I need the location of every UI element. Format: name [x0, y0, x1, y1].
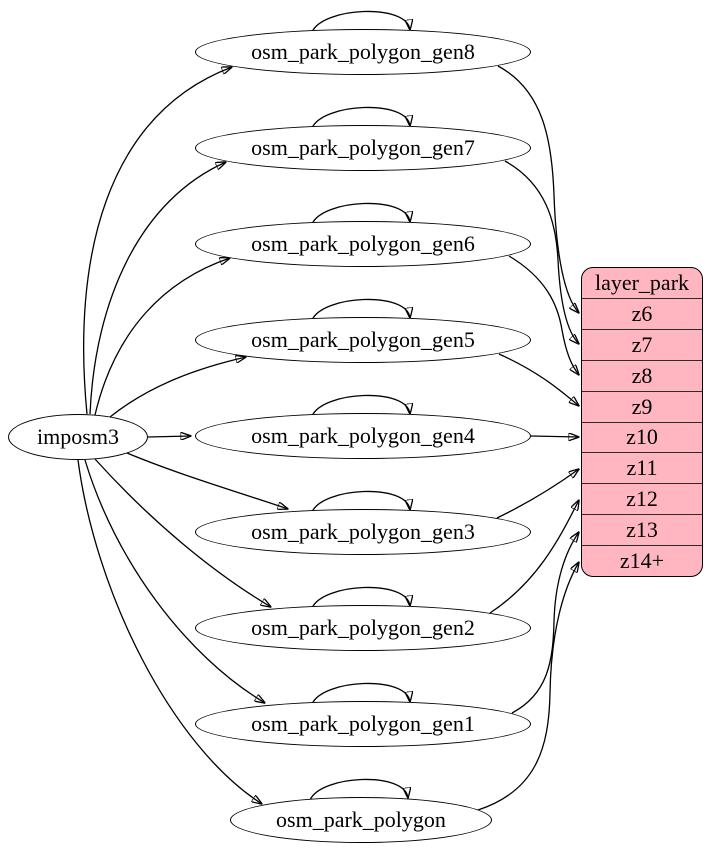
edge-gen7-to-z7 [504, 160, 579, 344]
layer-park-row-z11: z11 [582, 452, 702, 483]
selfloop-gen6 [311, 202, 410, 225]
selfloop-gen7 [311, 106, 410, 129]
node-osm-park-polygon-gen1: osm_park_polygon_gen1 [195, 701, 531, 747]
edge-gen6-to-z8 [508, 255, 579, 375]
selfloop-gen5 [311, 298, 410, 321]
node-osm-park-polygon-gen4: osm_park_polygon_gen4 [195, 413, 531, 459]
layer-park-row-z10: z10 [582, 421, 702, 453]
edge-imposm3-to-gen1 [84, 459, 265, 703]
node-osm-park-polygon-gen8: osm_park_polygon_gen8 [195, 29, 531, 75]
layer-park-row-z12: z12 [582, 483, 702, 514]
node-imposm3-label: imposm3 [37, 424, 119, 449]
edge-gen8-to-z6 [497, 65, 579, 313]
edge-gen2-to-z12 [489, 500, 579, 614]
edge-gen3-to-z11 [496, 469, 579, 519]
node-osm-park-polygon-gen2: osm_park_polygon_gen2 [195, 605, 531, 651]
node-label: osm_park_polygon_gen4 [251, 423, 475, 448]
edge-imposm3-to-gen3 [126, 452, 288, 509]
selfloop-gen2 [311, 586, 410, 609]
layer-park-row-z7: z7 [582, 328, 702, 360]
node-label: osm_park_polygon_gen7 [251, 135, 475, 160]
selfloop-gen3 [311, 490, 410, 513]
node-label: osm_park_polygon_gen2 [251, 615, 475, 640]
node-label: osm_park_polygon_gen1 [251, 711, 475, 736]
edge-imposm3-to-gen8 [82, 67, 232, 415]
node-label: osm_park_polygon_gen8 [251, 39, 475, 64]
edge-imposm3-to-gen4 [147, 436, 191, 437]
layer-park-title: layer_park [594, 269, 690, 295]
node-label: osm_park_polygon_gen5 [251, 327, 475, 352]
node-osm-park-polygon-gen6: osm_park_polygon_gen6 [195, 221, 531, 267]
node-osm-park-polygon-gen3: osm_park_polygon_gen3 [195, 509, 531, 555]
node-osm-park-polygon-gen5: osm_park_polygon_gen5 [195, 317, 531, 363]
edge-polygon-to-z14 [477, 562, 579, 811]
layer-park-row-z9: z9 [582, 390, 702, 422]
selfloop-gen1 [311, 682, 410, 705]
edge-gen4-to-z10 [530, 436, 579, 437]
edge-imposm3-to-gen5 [109, 357, 246, 418]
selfloop-polygon [309, 778, 408, 801]
edge-imposm3-to-gen6 [94, 258, 230, 416]
edge-gen1-to-z13 [511, 532, 579, 714]
edge-imposm3-to-gen7 [89, 162, 226, 415]
layer-park-row-z8: z8 [582, 359, 702, 391]
selfloop-gen4 [311, 394, 410, 417]
node-label: osm_park_polygon_gen6 [251, 231, 475, 256]
node-imposm3: imposm3 [8, 414, 148, 460]
layer-park-row-z6: z6 [582, 297, 702, 329]
edge-imposm3-to-gen2 [94, 458, 271, 607]
node-osm-park-polygon-gen7: osm_park_polygon_gen7 [195, 125, 531, 171]
layer-park-row-z14: z14+ [582, 545, 702, 576]
edge-imposm3-to-polygon [77, 459, 262, 804]
node-layer-park: layer_park z6 z7 z8 z9 z10 z11 z12 z13 z… [581, 267, 703, 577]
node-label: osm_park_polygon [276, 807, 446, 832]
edge-gen5-to-z9 [498, 353, 579, 406]
node-osm-park-polygon: osm_park_polygon [230, 797, 492, 843]
node-label: osm_park_polygon_gen3 [251, 519, 475, 544]
layer-park-row-z13: z13 [582, 514, 702, 545]
selfloop-gen8 [311, 10, 410, 33]
